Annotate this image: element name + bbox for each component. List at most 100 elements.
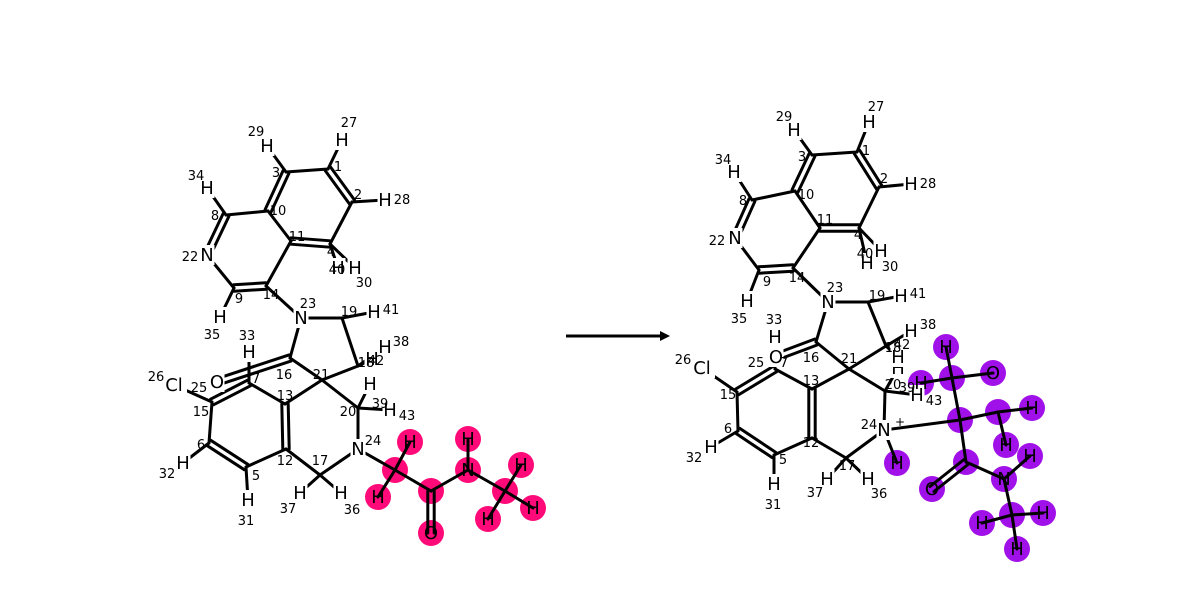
reactant-highlight-ob <box>418 520 444 546</box>
product-atom-h29: H <box>787 120 801 141</box>
reactant-bond-c3-c10-2 <box>269 171 291 214</box>
product-label-bg-h42 <box>890 347 906 367</box>
reactant-index-c15: 15 <box>193 405 210 420</box>
product-bond-c15-c6 <box>735 390 740 433</box>
reactant-atom-cl26: Cl <box>165 375 183 396</box>
reactant-atom-h31: H <box>241 490 255 511</box>
reactant-atom-h34: H <box>200 178 214 199</box>
product-bond-c1-c3 <box>810 150 859 157</box>
product-index-h42: 42 <box>894 338 911 353</box>
product-bond-c13-c25 <box>773 367 814 391</box>
reactant-atom-h38: H <box>378 337 392 358</box>
reactant-bond-ca-ha2 <box>376 468 397 499</box>
reactant-label-bg-h33 <box>241 342 257 362</box>
reactant-label-bg-h27 <box>334 130 350 150</box>
reactant-atom-h39: H <box>363 374 377 395</box>
product-index-c13: 13 <box>803 374 820 389</box>
reactant-bond-c25-c15-2 <box>211 384 252 407</box>
product-index-h43: 43 <box>926 394 943 409</box>
product-index-h39: 39 <box>899 381 916 396</box>
reactant-index-c1: 1 <box>334 160 342 175</box>
reactant-atom-h32: H <box>176 453 190 474</box>
reactant-bond-c2-c4 <box>328 200 354 246</box>
product-label-bg-h29 <box>786 120 802 140</box>
product-label-bg-o7 <box>768 347 784 367</box>
reactant-atom-hc: H <box>461 429 475 450</box>
reactant-label-bg-h39 <box>362 374 378 394</box>
reactant-bond-cd-hd1 <box>503 463 523 493</box>
product-atom-o7: O <box>769 347 783 368</box>
product-bond-c19-c18 <box>866 300 888 348</box>
product-bond-c16-o7-2 <box>775 343 819 362</box>
product-index-c15: 15 <box>720 388 737 403</box>
reactant-bond-c17-c12 <box>284 447 322 477</box>
product-index-c2: 2 <box>880 172 888 187</box>
product-label-bg-h31 <box>766 474 782 494</box>
reactant-bond-c10-c11 <box>266 209 293 243</box>
reactant-bond-cd-hd2 <box>486 489 507 521</box>
product-atom-hx1: H <box>1025 398 1039 419</box>
product-bond-cx-cy <box>958 410 1000 422</box>
reactant-label-bg-h35 <box>212 307 228 327</box>
reactant-label-bg-cl26 <box>161 375 187 395</box>
product-atom-hc: H <box>1023 446 1037 467</box>
product-bond-c1-c2 <box>852 152 878 191</box>
product-atom-h33: H <box>768 327 782 348</box>
reactant-bond-c16-o7 <box>214 353 291 381</box>
reactant-label-bg-h40 <box>330 258 346 278</box>
product-index-c11: 11 <box>817 213 834 228</box>
product-atom-ha1: H <box>939 337 953 358</box>
product-label-bg-h40 <box>859 253 875 273</box>
product-atom-h31: H <box>767 474 781 495</box>
reactant-bond-nc-cd <box>466 468 507 493</box>
product-bond-c9-c14-2 <box>757 263 795 269</box>
reactant-bond-ca-ha1 <box>393 440 412 472</box>
reactant-bond-c9-c14-2 <box>232 281 268 287</box>
product-label-bg-h34 <box>726 162 742 182</box>
product-bond-c6-c5 <box>734 432 774 460</box>
product-index-c3: 3 <box>798 150 806 165</box>
product-bond-c14-c11 <box>791 226 822 270</box>
product-bond-c10-c11 <box>793 189 822 230</box>
product-bond-c2-c4 <box>857 185 881 230</box>
reactant-bonds <box>172 138 535 535</box>
reactant-highlight-layer <box>365 426 546 546</box>
reaction-arrow-head <box>660 331 670 341</box>
product-atom-h28: H <box>904 174 918 195</box>
reactant-index-c14: 14 <box>263 288 280 303</box>
reactant-index-n22: 22 <box>182 250 199 265</box>
reactant-atom-nc: N <box>461 460 474 481</box>
reactant-index-h39: 39 <box>372 397 389 412</box>
product-atom-ha2: H <box>914 373 928 394</box>
reactant-index-c13: 13 <box>277 389 294 404</box>
reactant-bond-c6-c5-2 <box>209 438 250 466</box>
reactant-bond-c12-c13 <box>286 402 291 451</box>
product-bond-c3-c10 <box>790 152 811 192</box>
reactant-atom-h35: H <box>213 307 227 328</box>
reactant-index-cl26: 26 <box>148 370 165 385</box>
product-index-n22: 22 <box>709 234 726 249</box>
reactant-atom-h27: H <box>335 130 349 151</box>
reactant-index-c9: 9 <box>235 292 243 307</box>
reactant-index-h30: 30 <box>356 276 373 291</box>
reactant-label-bg-n23 <box>293 308 309 328</box>
reactant-index-h31: 31 <box>238 514 255 529</box>
product-bonds <box>700 120 1045 551</box>
product-index-c10: 10 <box>798 188 815 203</box>
reactant-bond-c21-c20 <box>320 378 360 410</box>
product-highlight-ob <box>919 476 945 502</box>
product-atom-h38: H <box>904 321 918 342</box>
product-label-bg-h37 <box>819 469 835 489</box>
product-atom-h35: H <box>740 291 754 312</box>
product-bond-cd-hd2 <box>980 513 1014 525</box>
product-index-c1: 1 <box>862 144 870 159</box>
reactant-bond-c5-c12 <box>244 447 288 469</box>
product-label-bg-n23 <box>820 292 836 312</box>
reactant-atom-h33: H <box>242 342 256 363</box>
reactant-index-o7: 7 <box>252 372 260 387</box>
reactant-label-bg-h29 <box>259 136 275 156</box>
reactant-index-c25: 25 <box>191 381 208 396</box>
product-index-n24: 24 <box>861 418 878 433</box>
product-index-h35: 35 <box>731 312 748 327</box>
